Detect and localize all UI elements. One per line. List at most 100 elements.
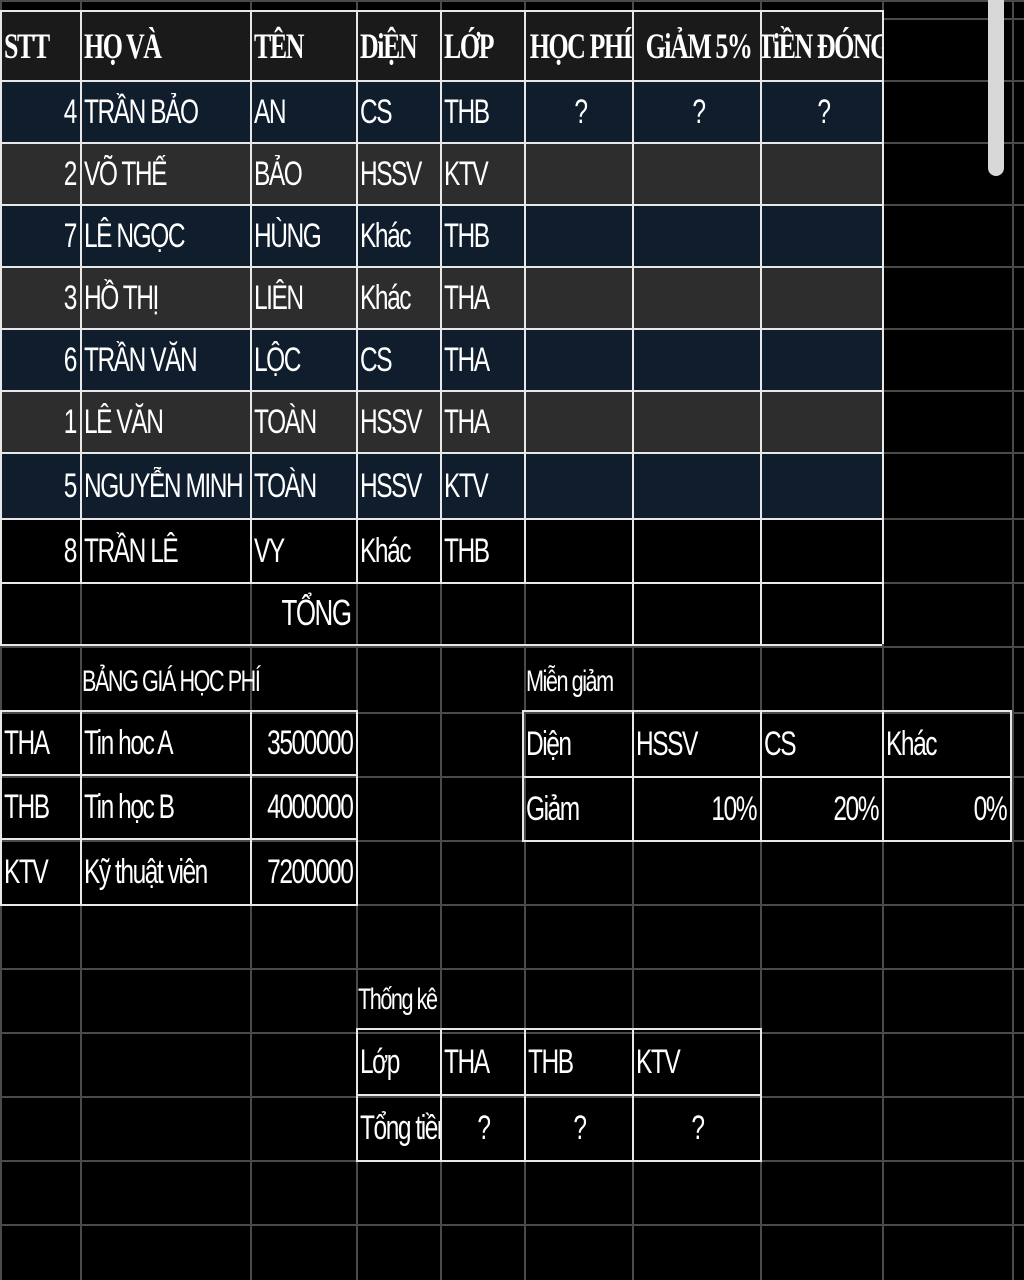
cell-ten[interactable]: HÙNG [254,217,322,255]
cell-tien-dong[interactable]: ? [816,93,831,131]
price-cell-price[interactable]: 7200000 [266,853,354,891]
cell-hoc-phi[interactable]: ? [573,93,588,131]
discount-value[interactable]: 10% [711,790,757,828]
cell-stt[interactable]: 3 [63,279,78,317]
cell-ho[interactable]: TRẦN VĂN [84,341,198,379]
cell-tien-dong[interactable] [762,330,882,390]
vertical-scrollbar[interactable] [988,0,1004,176]
cell-stt[interactable]: 6 [63,341,78,379]
cell-giam[interactable] [634,206,760,266]
cell-lop[interactable]: THA [444,341,490,379]
stats-value-label[interactable]: Tổng tiền [360,1109,440,1147]
column-header[interactable]: LỚP [444,26,494,66]
cell-tien-dong[interactable] [762,520,882,582]
cell-tien-dong[interactable] [762,144,882,204]
discount-value-label[interactable]: Giảm [526,790,580,828]
stats-class[interactable]: THB [528,1043,574,1081]
cell-dien[interactable]: CS [360,93,393,131]
column-header[interactable]: DiỆN [360,26,418,66]
cell-dien[interactable]: HSSV [360,155,422,193]
price-cell-code[interactable]: THA [4,724,50,762]
cell-hoc-phi[interactable] [526,330,632,390]
cell-hoc-phi[interactable] [526,144,632,204]
cell-hoc-phi[interactable] [526,520,632,582]
table-border [632,1028,634,1162]
cell-hoc-phi[interactable] [526,268,632,328]
total-label[interactable]: TỔNG [281,592,352,633]
cell-ho[interactable]: VÕ THẾ [84,155,167,193]
price-cell-price[interactable]: 3500000 [266,724,354,762]
cell-ho[interactable]: TRẦN LÊ [84,532,179,570]
cell-hoc-phi[interactable] [526,392,632,452]
column-header[interactable]: HỌC PHÍ [529,26,632,66]
cell-lop[interactable]: THA [444,403,490,441]
stats-value[interactable]: ? [690,1109,705,1147]
column-header[interactable]: TÊN [254,26,304,66]
cell-dien[interactable]: Khác [360,532,411,570]
price-cell-code[interactable]: KTV [4,853,49,891]
cell-stt[interactable]: 4 [63,93,78,131]
cell-lop[interactable]: THB [444,532,490,570]
cell-ten[interactable]: TOÀN [254,467,317,505]
price-cell-name[interactable]: Tin hoc A [84,724,174,762]
cell-tien-dong[interactable] [762,392,882,452]
cell-lop[interactable]: THB [444,217,490,255]
discount-header-label[interactable]: Diện [526,725,572,763]
stats-value[interactable]: ? [572,1109,587,1147]
cell-dien[interactable]: CS [360,341,393,379]
cell-dien[interactable]: HSSV [360,467,422,505]
cell-lop[interactable]: THB [444,93,490,131]
cell-stt[interactable]: 1 [63,403,78,441]
discount-category[interactable]: CS [764,725,797,763]
cell-giam[interactable] [634,330,760,390]
price-cell-code[interactable]: THB [4,788,50,826]
cell-giam[interactable]: ? [691,93,706,131]
cell-ten[interactable]: TOÀN [254,403,317,441]
column-header[interactable]: GiẢM 5% [645,26,752,66]
cell-tien-dong[interactable] [762,454,882,518]
cell-stt[interactable]: 7 [63,217,78,255]
price-cell-name[interactable]: Tin học B [84,788,175,826]
cell-ho[interactable]: LÊ NGỌC [84,217,186,255]
cell-lop[interactable]: THA [444,279,490,317]
price-cell-price[interactable]: 4000000 [266,788,354,826]
stats-header-label[interactable]: Lớp [360,1043,400,1081]
stats-value[interactable]: ? [476,1109,491,1147]
discount-category[interactable]: Khác [886,725,937,763]
cell-ho[interactable]: NGUYỄN MINH [84,467,244,505]
cell-ten[interactable]: BẢO [254,155,303,193]
stats-class[interactable]: KTV [636,1043,681,1081]
price-cell-name[interactable]: Kỹ thuật viên [84,853,208,891]
column-header[interactable]: HỌ VÀ [84,26,162,66]
cell-giam[interactable] [634,144,760,204]
stats-class[interactable]: THA [444,1043,490,1081]
cell-dien[interactable]: HSSV [360,403,422,441]
cell-stt[interactable]: 8 [63,532,78,570]
cell-dien[interactable]: Khác [360,279,411,317]
cell-hoc-phi[interactable] [526,206,632,266]
discount-value[interactable]: 20% [833,790,879,828]
cell-ten[interactable]: LỘC [254,341,301,379]
cell-ten[interactable]: AN [254,93,287,131]
cell-lop[interactable]: KTV [444,155,489,193]
cell-tien-dong[interactable] [762,206,882,266]
cell-giam[interactable] [634,268,760,328]
cell-hoc-phi[interactable] [526,454,632,518]
discount-category[interactable]: HSSV [636,725,698,763]
cell-lop[interactable]: KTV [444,467,489,505]
discount-value[interactable]: 0% [973,790,1007,828]
cell-stt[interactable]: 5 [63,467,78,505]
cell-ten[interactable]: VY [254,532,285,570]
column-header[interactable]: STT [4,26,50,66]
cell-tien-dong[interactable] [762,268,882,328]
cell-stt[interactable]: 2 [63,155,78,193]
cell-ten[interactable]: LIÊN [254,279,304,317]
cell-giam[interactable] [634,520,760,582]
cell-ho[interactable]: LÊ VĂN [84,403,164,441]
cell-dien[interactable]: Khác [360,217,411,255]
cell-giam[interactable] [634,454,760,518]
cell-ho[interactable]: HỒ THỊ [84,279,159,317]
column-header[interactable]: TiỀN ĐÓNG [762,26,882,66]
cell-giam[interactable] [634,392,760,452]
cell-ho[interactable]: TRẦN BẢO [84,93,199,131]
